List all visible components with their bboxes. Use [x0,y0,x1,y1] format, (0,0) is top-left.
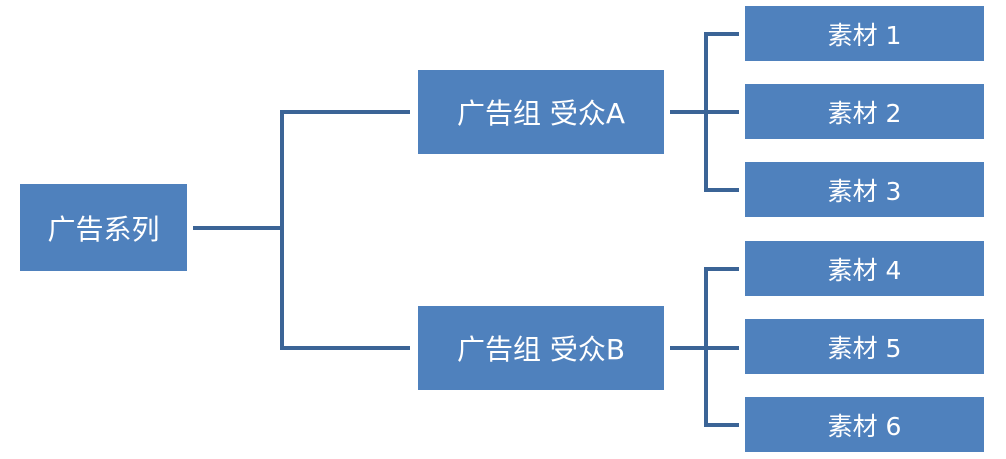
asset-node-3-label: 素材 3 [827,176,902,206]
asset-node-2: 素材 2 [745,84,984,139]
asset-node-4-label: 素材 4 [827,255,902,285]
ad-group-node-b: 广告组 受众B [418,306,664,390]
campaign-node-label: 广告系列 [47,212,160,246]
asset-node-1: 素材 1 [745,6,984,61]
ad-group-node-a-label: 广告组 受众A [456,97,626,130]
asset-node-2-label: 素材 2 [827,98,902,128]
asset-node-5-label: 素材 5 [827,333,902,363]
asset-node-3: 素材 3 [745,162,984,217]
ad-group-node-a: 广告组 受众A [418,70,664,154]
campaign-node: 广告系列 [20,184,187,271]
connector-campaign-bracket [280,110,410,350]
ad-group-node-b-label: 广告组 受众B [456,333,626,366]
asset-node-6: 素材 6 [745,397,984,452]
asset-node-5: 素材 5 [745,319,984,374]
asset-node-6-label: 素材 6 [827,411,902,441]
asset-node-4: 素材 4 [745,241,984,296]
asset-node-1-label: 素材 1 [827,20,902,50]
